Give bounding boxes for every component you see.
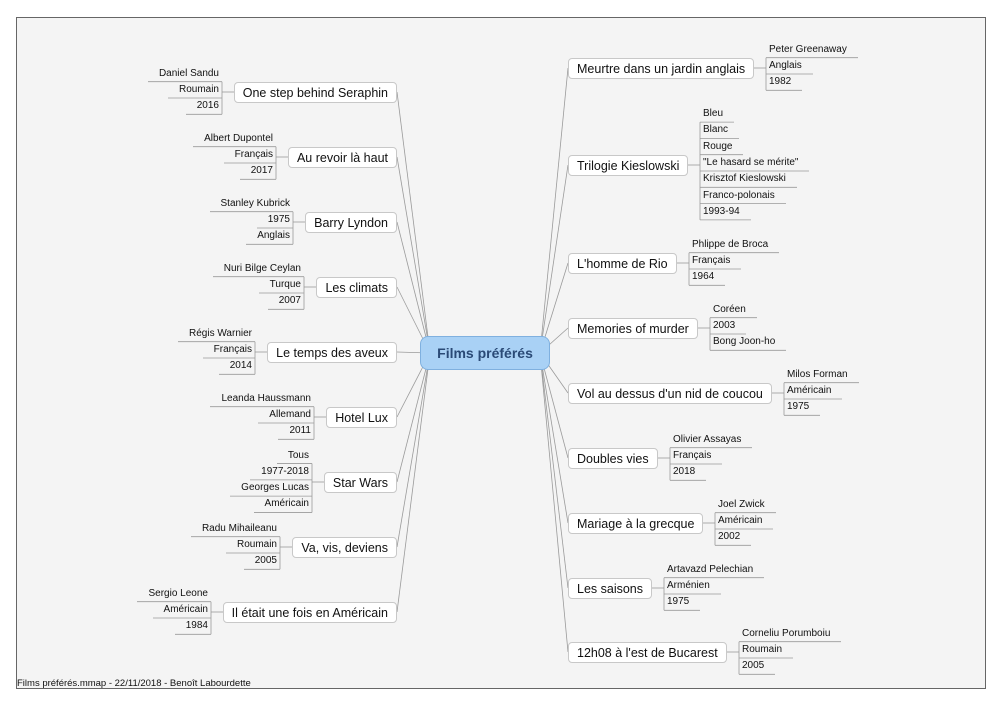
topic-right-7-detail[interactable]: Arménien [667,580,710,591]
topic-left-7-detail[interactable]: Roumain [236,539,277,550]
topic-right-8[interactable]: 12h08 à l'est de Bucarest [568,641,727,663]
topic-right-2-detail[interactable]: 1964 [692,271,715,283]
topic-left-7-detail[interactable]: Radu Mihaileanu [201,522,277,534]
topic-left-0-detail[interactable]: 2016 [196,100,219,112]
topic-left-4-detail[interactable]: Français [213,344,252,355]
topic-right-2[interactable]: L'homme de Rio [568,252,677,274]
topic-right-4-detail[interactable]: Milos Forman [787,368,848,380]
topic-right-2-detail[interactable]: Français [692,255,731,266]
connector-line [396,352,431,483]
connector-line [396,352,431,548]
topic-right-2-detail[interactable]: Phlippe de Broca [692,238,769,250]
topic-right-7-detail[interactable]: Artavazd Pelechian [667,563,754,575]
connector-line [396,91,431,354]
topic-right-6-detail[interactable]: Joel Zwick [718,498,765,510]
topic-right-0-detail[interactable]: 1982 [769,76,792,88]
topic-left-3-detail[interactable]: Turque [269,279,301,290]
topic-left-1-detail[interactable]: Français [234,149,273,160]
topic-left-2-detail[interactable]: 1975 [267,214,290,225]
topic-right-6[interactable]: Mariage à la grecque [568,512,704,534]
topic-left-5[interactable]: Hotel Lux [326,406,397,428]
topic-right-5[interactable]: Doubles vies [568,447,658,469]
topic-right-3-detail[interactable]: 2003 [713,320,736,331]
topic-right-1-detail[interactable]: Bleu [703,108,724,120]
topic-left-4-detail[interactable]: Régis Warnier [189,327,252,339]
topic-right-4-detail[interactable]: 1975 [787,401,810,413]
connector-line [396,352,431,613]
topic-left-1-detail[interactable]: 2017 [250,165,273,177]
connector-line [539,352,569,589]
topic-left-5-detail[interactable]: Leanda Haussmann [221,392,311,404]
topic-right-0-detail[interactable]: Anglais [769,60,802,71]
topic-left-6[interactable]: Star Wars [323,471,397,493]
topic-left-8-detail[interactable]: 1984 [185,620,208,632]
topic-right-8-detail[interactable]: 2005 [742,660,765,672]
topic-right-6-detail[interactable]: 2002 [718,531,741,543]
topic-left-3[interactable]: Les climats [316,276,397,298]
connector-line [396,221,431,354]
topic-left-8[interactable]: Il était une fois en Américain [222,601,397,623]
topic-right-5-detail[interactable]: Français [673,450,712,461]
topic-right-3[interactable]: Memories of murder [568,317,698,339]
topic-left-5-detail[interactable]: 2011 [289,425,311,437]
connector-line [539,164,569,354]
topic-left-6-detail[interactable]: Américain [264,498,309,510]
topic-right-1-detail[interactable]: Franco-polonais [703,189,775,201]
topic-left-1-detail[interactable]: Albert Dupontel [204,132,273,144]
topic-left-4-detail[interactable]: 2014 [229,360,252,372]
topic-right-8-detail[interactable]: Roumain [742,644,783,655]
topic-left-1[interactable]: Au revoir là haut [287,146,397,168]
topic-right-0-detail[interactable]: Peter Greenaway [769,43,847,55]
topic-right-8-detail[interactable]: Corneliu Porumboiu [742,627,831,639]
connector-line [539,352,569,459]
topic-left-8-detail[interactable]: Sergio Leone [148,587,209,599]
topic-right-1[interactable]: Trilogie Kieslowski [568,154,689,176]
topic-right-5-detail[interactable]: 2018 [673,466,696,478]
topic-left-0-detail[interactable]: Roumain [178,84,219,95]
connector-line [539,352,569,524]
topic-right-1-detail[interactable]: "Le hasard se mérite" [703,157,799,168]
topic-left-8-detail[interactable]: Américain [163,604,208,615]
footer-caption: Films préférés.mmap - 22/11/2018 - Benoî… [17,678,251,689]
topic-left-6-detail[interactable]: 1977-2018 [261,465,309,477]
topic-left-2-detail[interactable]: Anglais [257,230,290,242]
topic-left-5-detail[interactable]: Allemand [269,409,311,420]
connector-line [396,156,431,354]
topic-right-1-detail[interactable]: Krisztof Kieslowski [703,173,786,185]
topic-left-7[interactable]: Va, vis, deviens [292,536,397,558]
central-topic[interactable]: Films préférés [420,336,550,370]
topic-right-1-detail[interactable]: Blanc [703,124,729,136]
topic-right-7-detail[interactable]: 1975 [667,596,690,608]
connector-line [539,352,569,653]
topic-right-1-detail[interactable]: 1993-94 [703,205,740,217]
topic-left-3-detail[interactable]: 2007 [278,295,301,307]
topic-right-4[interactable]: Vol au dessus d'un nid de coucou [568,382,772,404]
topic-right-4-detail[interactable]: Américain [787,385,832,396]
connector-line [539,67,569,354]
topic-right-6-detail[interactable]: Américain [718,515,763,526]
topic-left-6-detail[interactable]: Tous [287,449,309,461]
topic-left-7-detail[interactable]: 2005 [254,555,277,567]
topic-right-3-detail[interactable]: Bong Joon-ho [713,336,776,348]
topic-left-6-detail[interactable]: Georges Lucas [241,482,309,494]
topic-left-0-detail[interactable]: Daniel Sandu [158,67,219,79]
topic-left-3-detail[interactable]: Nuri Bilge Ceylan [223,262,301,274]
topic-left-0[interactable]: One step behind Seraphin [233,81,397,103]
topic-left-4[interactable]: Le temps des aveux [267,341,397,363]
topic-left-2-detail[interactable]: Stanley Kubrick [220,197,290,209]
topic-right-1-detail[interactable]: Rouge [703,140,733,152]
topic-right-0[interactable]: Meurtre dans un jardin anglais [568,57,755,79]
topic-right-7[interactable]: Les saisons [568,577,653,599]
topic-left-2[interactable]: Barry Lyndon [305,211,397,233]
topic-right-5-detail[interactable]: Olivier Assayas [673,433,742,445]
topic-right-3-detail[interactable]: Coréen [713,303,746,315]
